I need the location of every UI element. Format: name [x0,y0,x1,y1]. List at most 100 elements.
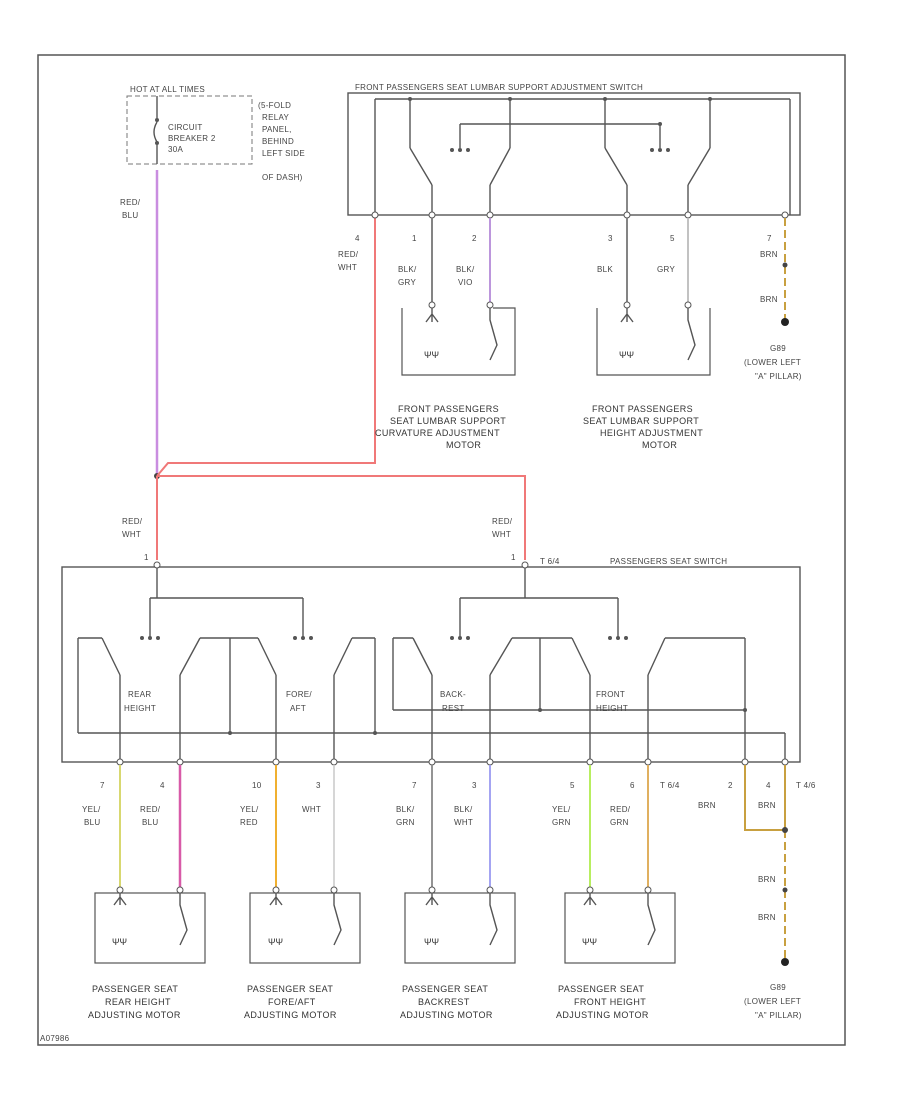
panel-location-5: LEFT SIDE [262,149,305,158]
lumbar-motor-1-line2: SEAT LUMBAR SUPPORT [390,416,506,426]
seat-wire-blk-grn-1: BLK/ [396,805,415,814]
circuit-breaker-rating: 30A [168,145,183,154]
backrest-motor-line2: BACKREST [418,997,470,1007]
seat-feed-right-color2: WHT [492,530,511,539]
seat-pin-4: 4 [160,781,165,790]
wire-red-wht-right-feed [157,475,526,560]
lumbar-switch: FRONT PASSENGERS SEAT LUMBAR SUPPORT ADJ… [338,83,801,304]
panel-location-2: RELAY [262,113,290,122]
seat-pin-7a: 7 [100,781,105,790]
seat-ground-label-2: (LOWER LEFT [744,997,801,1006]
lumbar-pin-1: 1 [412,234,417,243]
seat-ground-label-3: "A" PILLAR) [755,1011,802,1020]
section-front-height-2: HEIGHT [596,704,628,713]
seat-switch: RED/ WHT RED/ WHT 1 1 T 6/4 PASSENGERS S… [61,517,816,922]
lumbar-height-motor: ΨΨ FRONT PASSENGERS SEAT LUMBAR SUPPORT … [583,301,711,450]
seat-pin-6: 6 [630,781,635,790]
lumbar-pin-7-color: BRN [760,250,778,259]
seat-wire-yel-grn-2: GRN [552,818,571,827]
seat-pin-10: 10 [252,781,262,790]
seat-feed-right-pin: 1 [511,553,516,562]
rear-motor-line1: PASSENGER SEAT [92,984,178,994]
fore-motor-line3: ADJUSTING MOTOR [244,1010,337,1020]
section-fore-aft-2: AFT [290,704,306,713]
lumbar-curvature-motor: ΨΨ FRONT PASSENGERS SEAT LUMBAR SUPPORT … [375,301,516,450]
svg-text:ΨΨ: ΨΨ [424,937,439,947]
front-motor-line3: ADJUSTING MOTOR [556,1010,649,1020]
section-backrest-1: BACK- [440,690,466,699]
panel-location-1: (5-FOLD [258,101,291,110]
fore-motor-line2: FORE/AFT [268,997,316,1007]
lumbar-motor-1-line4: MOTOR [446,440,481,450]
seat-pin-3b: 3 [472,781,477,790]
seat-wire-red-grn-2: GRN [610,818,629,827]
lumbar-motor-2-line3: HEIGHT ADJUSTMENT [600,428,703,438]
backrest-motor-line3: ADJUSTING MOTOR [400,1010,493,1020]
seat-feed-left-pin: 1 [144,553,149,562]
lumbar-switch-box [347,92,801,216]
lumbar-ground-label-2: (LOWER LEFT [744,358,801,367]
seat-feed-right-color1: RED/ [492,517,513,526]
seat-wire-yel-red-2: RED [240,818,258,827]
lumbar-pin-1-color2: GRY [398,278,416,287]
section-rear-height-2: HEIGHT [124,704,156,713]
lumbar-ground-label-1: G89 [770,344,786,353]
backrest-motor: ΨΨ PASSENGER SEAT BACKREST ADJUSTING MOT… [400,886,516,1020]
section-rear-height-1: REAR [128,690,151,699]
lumbar-ground-label-3: "A" PILLAR) [755,372,802,381]
lumbar-pin-4: 4 [355,234,360,243]
lumbar-switch-title: FRONT PASSENGERS SEAT LUMBAR SUPPORT ADJ… [355,83,643,92]
lumbar-pin-1-color: BLK/ [398,265,417,274]
seat-wire-wht: WHT [302,805,321,814]
lumbar-pin-7: 7 [767,234,772,243]
seat-conn-t6: T 6/4 [660,781,680,790]
seat-pin-2: 2 [728,781,733,790]
motor-symbol-1: ΨΨ [424,350,439,360]
seat-pin-7b: 7 [412,781,417,790]
seat-wire-yel-blu-1: YEL/ [82,805,101,814]
lumbar-pin-3: 3 [608,234,613,243]
ground-g89-bottom [781,958,789,966]
lumbar-pin-2-color2: VIO [458,278,473,287]
seat-wire-brn-pin2: BRN [698,801,716,810]
seat-wire-red-blu-2: BLU [142,818,158,827]
fore-aft-motor: ΨΨ PASSENGER SEAT FORE/AFT ADJUSTING MOT… [244,886,361,1020]
seat-wire-red-blu-1: RED/ [140,805,161,814]
panel-location-3: PANEL, [262,125,292,134]
rear-motor-line2: REAR HEIGHT [105,997,171,1007]
seat-wire-blk-wht-1: BLK/ [454,805,473,814]
lumbar-pin-4-color: RED/ [338,250,359,259]
rear-height-motor: ΨΨ PASSENGER SEAT REAR HEIGHT ADJUSTING … [88,886,206,1020]
seat-pin-3a: 3 [316,781,321,790]
circuit-breaker-group: HOT AT ALL TIMES CIRCUIT BREAKER 2 30A (… [120,85,305,220]
wire-label-red-blu-1: RED/ [120,198,141,207]
lumbar-motor-2-line2: SEAT LUMBAR SUPPORT [583,416,699,426]
outer-frame [37,54,846,1046]
wire-label-red-blu-2: BLU [122,211,138,220]
lumbar-pin-3-color: BLK [597,265,613,274]
lumbar-ground-wire-label: BRN [760,295,778,304]
lumbar-motor-1-line3: CURVATURE ADJUSTMENT [375,428,500,438]
seat-switch-title: PASSENGERS SEAT SWITCH [610,557,727,566]
panel-location-4: BEHIND [262,137,294,146]
seat-feed-left-color2: WHT [122,530,141,539]
footer-code: A07986 [40,1034,70,1043]
ground-g89-top [781,318,789,326]
seat-wire-blk-wht-2: WHT [454,818,473,827]
motor-symbol-2: ΨΨ [619,350,634,360]
seat-wire-red-grn-1: RED/ [610,805,631,814]
front-motor-line2: FRONT HEIGHT [574,997,646,1007]
seat-wire-brn-pin4: BRN [758,801,776,810]
wire-brn-pin2 [744,765,785,831]
seat-wire-yel-blu-2: BLU [84,818,100,827]
circuit-breaker-label-2: BREAKER 2 [168,134,216,143]
seat-wire-yel-red-1: YEL/ [240,805,259,814]
rear-motor-line3: ADJUSTING MOTOR [88,1010,181,1020]
circuit-breaker-label: CIRCUIT [168,123,203,132]
seat-wire-brn-low: BRN [758,913,776,922]
svg-text:ΨΨ: ΨΨ [112,937,127,947]
seat-wire-blk-grn-2: GRN [396,818,415,827]
svg-text:ΨΨ: ΨΨ [582,937,597,947]
section-backrest-2: REST [442,704,465,713]
